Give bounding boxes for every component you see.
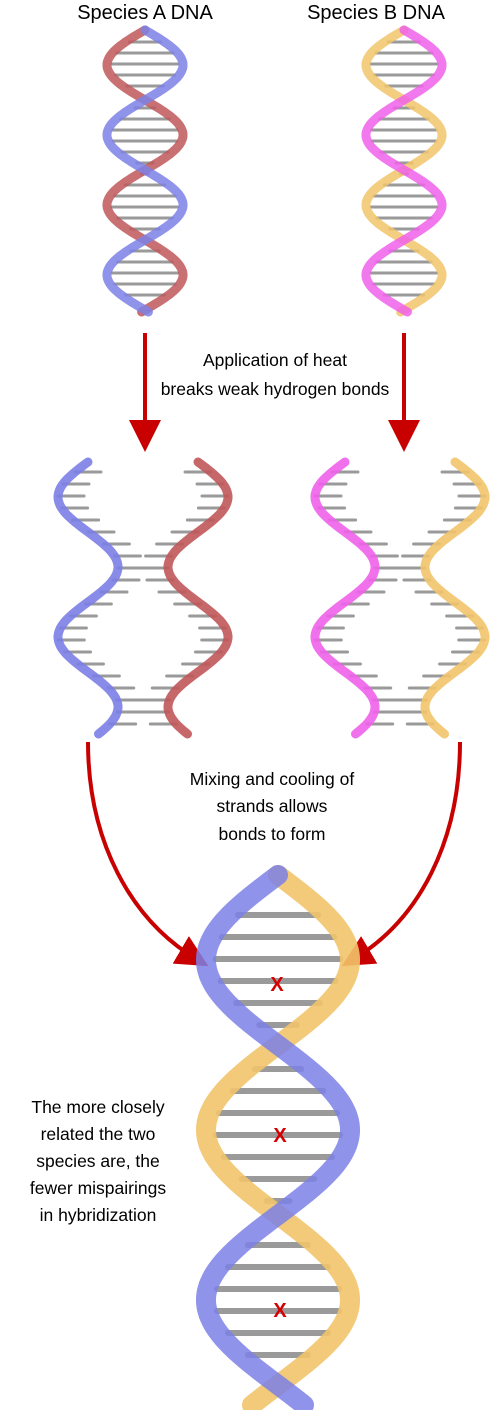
cooling-text-line-2: strands allows <box>217 796 328 816</box>
backbone-strand <box>420 457 490 739</box>
heat-text-line-2: breaks weak hydrogen bonds <box>161 379 390 399</box>
backbone-strand <box>361 25 447 317</box>
relatedness-text-line-3: species are, the <box>36 1151 160 1171</box>
cooling-text-line-1: Mixing and cooling of <box>190 769 355 789</box>
relatedness-text-line-4: fewer mispairings <box>30 1178 166 1198</box>
backbone-strand <box>310 457 380 739</box>
species-a-strand-1 <box>53 457 146 739</box>
backbone-strand <box>53 457 123 739</box>
mixing-arrow-left <box>86 741 209 967</box>
species-b-strand-2 <box>397 457 490 739</box>
cooling-text-line-3: bonds to form <box>219 824 326 844</box>
backbone-strand <box>163 457 233 739</box>
mismatch-mark-3: X <box>273 1300 287 1322</box>
mismatch-mark-2: X <box>273 1125 287 1147</box>
relatedness-text-line-1: The more closely <box>31 1097 164 1117</box>
mismatch-mark-1: X <box>270 974 284 996</box>
heat-text-line-1: Application of heat <box>203 350 347 370</box>
species-a-double-helix <box>102 25 188 317</box>
species-b-double-helix <box>361 25 447 317</box>
backbone-strand <box>196 865 360 1410</box>
backbone-strand <box>102 25 188 317</box>
species-b-label: Species B DNA <box>307 2 445 24</box>
species-b-strand-1 <box>310 457 403 739</box>
relatedness-text-line-5: in hybridization <box>40 1205 157 1225</box>
backbone-strand <box>196 865 360 1410</box>
species-a-strand-2 <box>140 457 233 739</box>
relatedness-text-line-2: related the two <box>41 1124 156 1144</box>
mixing-arrow-right <box>341 741 462 967</box>
hybrid-double-helix <box>196 865 360 1410</box>
species-a-label: Species A DNA <box>77 2 213 24</box>
